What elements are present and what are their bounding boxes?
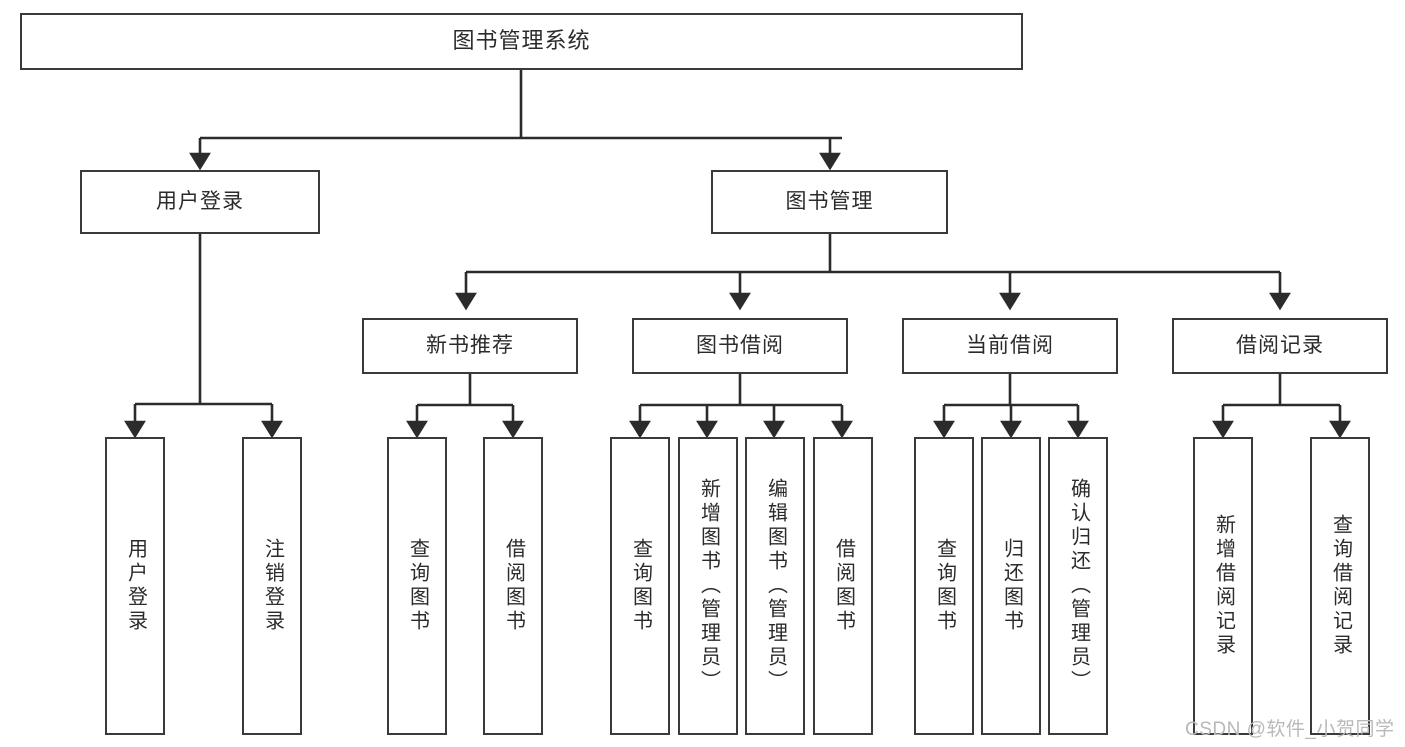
- leaf-book-borrow-query[interactable]: 查询图书: [610, 437, 670, 735]
- node-label: 借阅记录: [1236, 334, 1324, 358]
- node-user-login[interactable]: 用户登录: [80, 170, 320, 234]
- leaf-book-borrow-borrow[interactable]: 借阅图书: [813, 437, 873, 735]
- node-label: 查询图书: [933, 538, 956, 634]
- node-label: 用户登录: [156, 190, 244, 214]
- leaf-current-borrow-confirm-return[interactable]: 确认归还（管理员）: [1048, 437, 1108, 735]
- node-label: 图书管理: [785, 190, 874, 214]
- leaf-new-book-borrow[interactable]: 借阅图书: [483, 437, 543, 735]
- leaf-book-borrow-edit[interactable]: 编辑图书（管理员）: [745, 437, 805, 735]
- leaf-user-login-logout[interactable]: 注销登录: [242, 437, 302, 735]
- node-label: 注销登录: [261, 538, 284, 634]
- node-label: 用户登录: [124, 538, 147, 634]
- leaf-current-borrow-query[interactable]: 查询图书: [914, 437, 974, 735]
- node-label: 新增借阅记录: [1212, 514, 1235, 658]
- node-label: 确认归还（管理员）: [1067, 478, 1090, 694]
- node-book-borrow[interactable]: 图书借阅: [632, 318, 848, 374]
- leaf-book-borrow-add[interactable]: 新增图书（管理员）: [678, 437, 738, 735]
- leaf-borrow-record-query[interactable]: 查询借阅记录: [1310, 437, 1370, 735]
- leaf-new-book-query[interactable]: 查询图书: [387, 437, 447, 735]
- leaf-borrow-record-add[interactable]: 新增借阅记录: [1193, 437, 1253, 735]
- node-label: 编辑图书（管理员）: [764, 478, 787, 694]
- node-label: 归还图书: [1000, 538, 1023, 634]
- node-book-management[interactable]: 图书管理: [711, 170, 948, 234]
- node-label: 查询借阅记录: [1329, 514, 1352, 658]
- leaf-user-login-login[interactable]: 用户登录: [105, 437, 165, 735]
- node-current-borrow[interactable]: 当前借阅: [902, 318, 1118, 374]
- node-label: 当前借阅: [966, 334, 1054, 358]
- node-label: 新增图书（管理员）: [697, 478, 720, 694]
- node-label: 借阅图书: [832, 538, 855, 634]
- node-label: 查询图书: [629, 538, 652, 634]
- node-label: 借阅图书: [502, 538, 525, 634]
- node-new-book-recommend[interactable]: 新书推荐: [362, 318, 578, 374]
- node-root-system[interactable]: 图书管理系统: [20, 13, 1023, 70]
- node-borrow-record[interactable]: 借阅记录: [1172, 318, 1388, 374]
- node-label: 图书管理系统: [452, 28, 591, 54]
- leaf-current-borrow-return[interactable]: 归还图书: [981, 437, 1041, 735]
- watermark-text: CSDN @软件_小贺同学: [1185, 719, 1395, 740]
- node-label: 查询图书: [406, 538, 429, 634]
- node-label: 新书推荐: [426, 334, 514, 358]
- node-label: 图书借阅: [696, 334, 784, 358]
